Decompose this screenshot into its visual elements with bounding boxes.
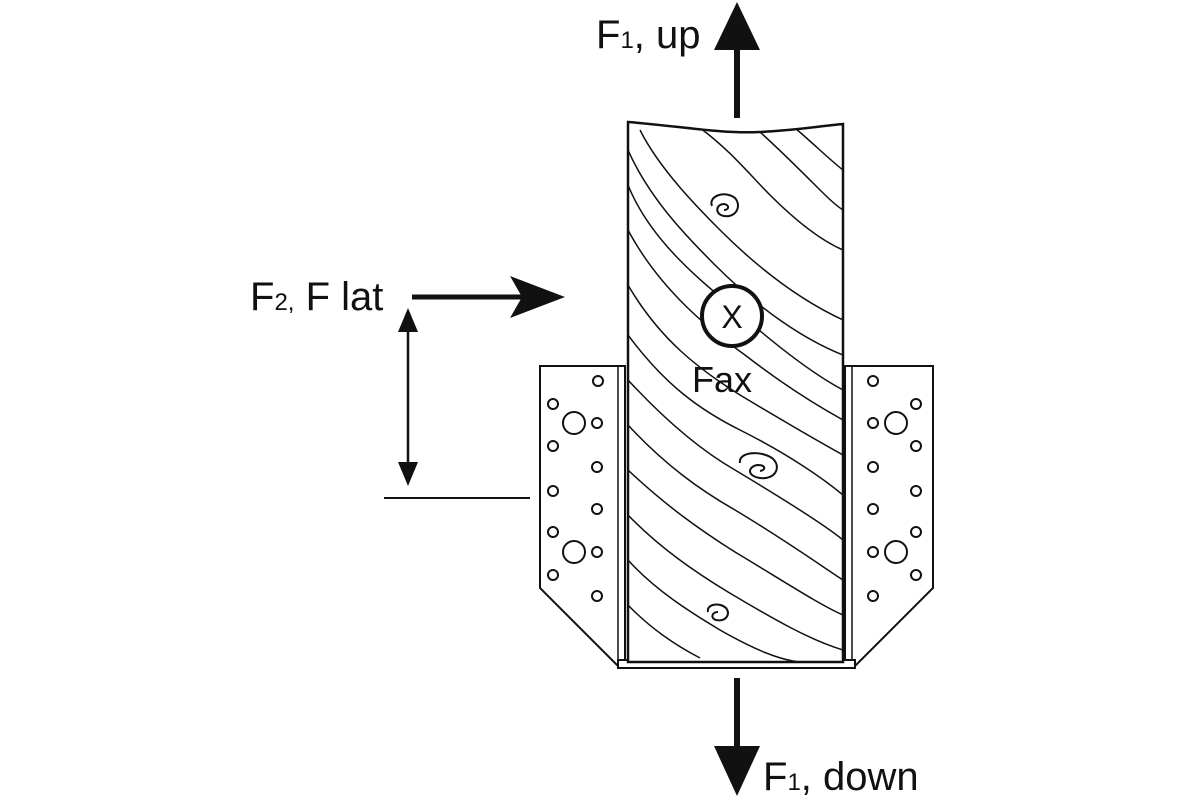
wood-knots xyxy=(706,193,778,622)
fax-label: Fax xyxy=(692,359,752,400)
arrow-down-icon xyxy=(714,678,760,796)
arrow-right-icon xyxy=(412,276,565,318)
lever-arm-dimension xyxy=(384,308,530,499)
right-bracket xyxy=(844,365,934,667)
left-bracket-holes xyxy=(547,375,604,602)
right-bracket-holes xyxy=(867,375,922,602)
arrow-up-icon xyxy=(714,2,760,118)
left-bracket-plate xyxy=(539,365,626,667)
svg-text:X: X xyxy=(721,299,742,335)
circled-x-icon: X xyxy=(700,284,764,348)
f2-lat-label: F2, F lat xyxy=(250,275,383,319)
f1-up-label: F1, up xyxy=(596,13,701,57)
right-bracket-plate xyxy=(844,365,934,667)
left-bracket xyxy=(539,365,626,667)
f1-down-label: F1, down xyxy=(763,755,919,799)
wood-grain xyxy=(628,127,843,662)
wooden-joist xyxy=(626,120,845,664)
